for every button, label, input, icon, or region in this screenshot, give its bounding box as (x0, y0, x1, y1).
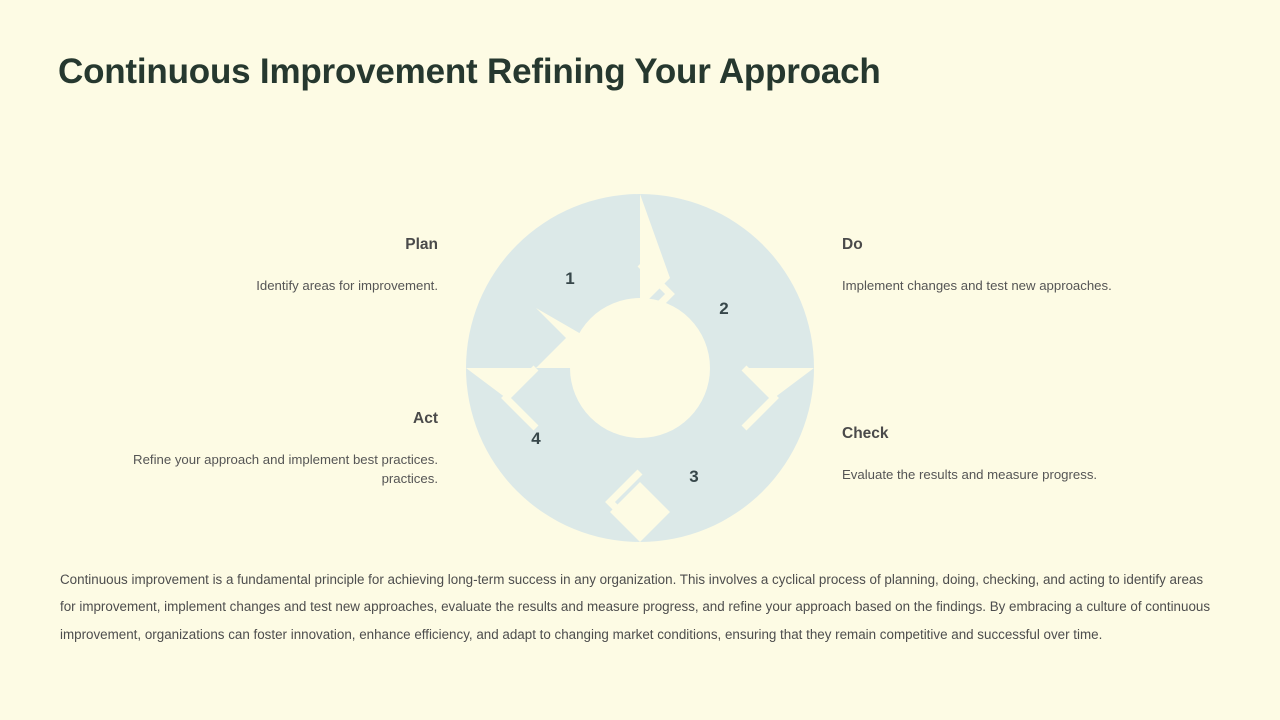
callout-check: Check Evaluate the results and measure p… (842, 425, 1222, 484)
callout-plan: Plan Identify areas for improvement. (60, 236, 438, 295)
segment-number-3: 3 (689, 467, 698, 486)
callout-plan-title: Plan (405, 236, 438, 253)
pdca-cycle-diagram: 1 2 3 4 Plan Identify areas for improvem… (34, 194, 1222, 542)
segment-number-2: 2 (719, 299, 728, 318)
callout-act-description-overflow: practices. (381, 470, 438, 486)
callout-act-description: Refine your approach and implement best … (133, 451, 438, 467)
callout-do: Do Implement changes and test new approa… (842, 236, 1222, 295)
donut-center-hole (570, 298, 710, 438)
divider-4-1 (501, 365, 539, 431)
segment-number-4: 4 (531, 429, 541, 448)
callout-do-title: Do (842, 236, 863, 253)
segment-number-1: 1 (565, 269, 574, 288)
callout-do-description: Implement changes and test new approache… (842, 277, 1112, 293)
divider-3-4 (605, 469, 643, 535)
page-title: Continuous Improvement Refining Your App… (58, 52, 881, 91)
callout-check-description: Evaluate the results and measure progres… (842, 466, 1098, 482)
summary-paragraph: Continuous improvement is a fundamental … (60, 572, 1211, 642)
callout-act-title: Act (413, 410, 438, 427)
callout-check-title: Check (842, 425, 889, 442)
callout-plan-description: Identify areas for improvement. (256, 277, 438, 293)
callout-act: Act Refine your approach and implement b… (34, 410, 438, 488)
divider-2-3 (741, 365, 779, 431)
donut-chart: 1 2 3 4 (466, 194, 814, 542)
